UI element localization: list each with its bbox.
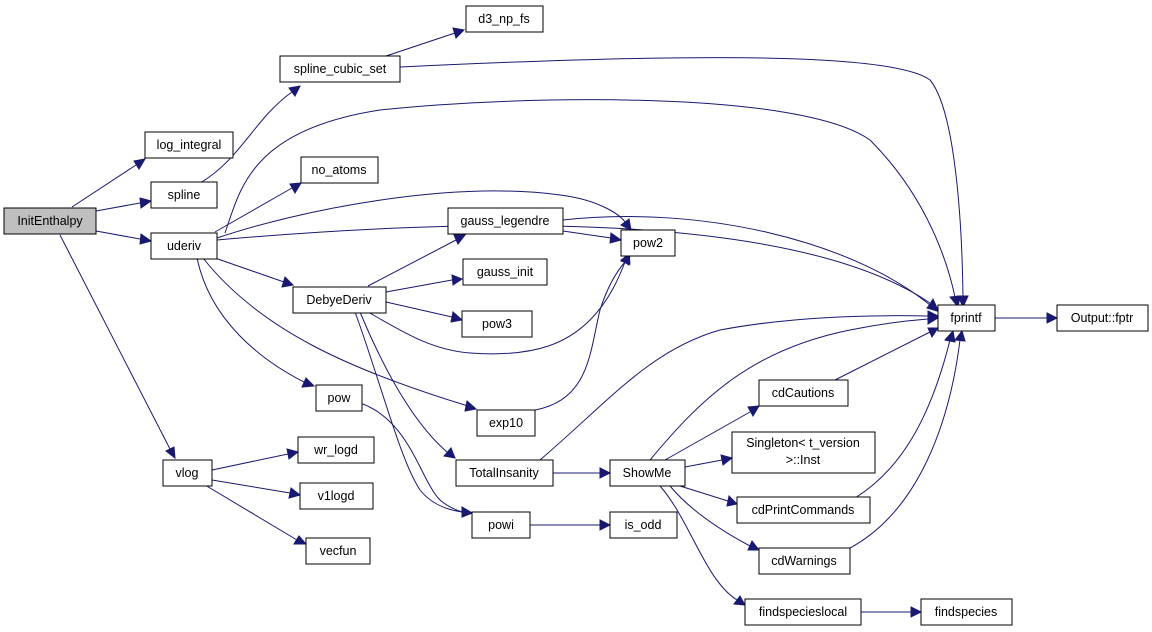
node-label-vlog: vlog [176, 466, 199, 480]
node-gauss-init[interactable]: gauss_init [462, 258, 548, 286]
edge-vlog-vecfun [204, 484, 308, 545]
edge-uderiv-exp10 [202, 257, 478, 412]
node-label-singleton-line2: >::Inst [786, 453, 821, 467]
edge-vlog-v1logd [211, 479, 302, 499]
edge-cdprintcommands-fprintf [854, 329, 956, 499]
node-label-no-atoms: no_atoms [312, 163, 367, 177]
node-findspecies[interactable]: findspecies [920, 598, 1013, 626]
node-label-spline: spline [168, 188, 201, 202]
edge-findspecieslocal-findspecies [861, 606, 923, 618]
node-label-exp10: exp10 [489, 416, 523, 430]
node-exp10[interactable]: exp10 [476, 409, 536, 437]
node-spline[interactable]: spline [150, 181, 218, 209]
node-label-totalinsanity: TotalInsanity [469, 466, 539, 480]
edge-uderiv-pow2-top [216, 190, 632, 239]
node-label-findspecies: findspecies [935, 605, 998, 619]
node-cdcautions[interactable]: cdCautions [758, 379, 849, 407]
edge-showme-cdprintcommands [679, 485, 739, 507]
node-label-fprintf: fprintf [950, 311, 982, 325]
edge-showme-cdwarnings [669, 485, 761, 551]
node-d3-np-fs[interactable]: d3_np_fs [465, 5, 544, 33]
edge-debyederiv-gauss-legendre [367, 234, 467, 287]
node-label-spline-cubic-set: spline_cubic_set [294, 62, 387, 76]
edge-initenthalpy-uderiv [95, 230, 153, 245]
node-spline-cubic-set[interactable]: spline_cubic_set [279, 55, 401, 83]
node-label-cdcautions: cdCautions [772, 386, 835, 400]
node-gauss-legendre[interactable]: gauss_legendre [447, 207, 564, 235]
node-label-powi: powi [488, 518, 514, 532]
edge-gauss-legendre-fprintf [562, 216, 938, 312]
node-label-initenthalpy: InitEnthalpy [17, 214, 83, 228]
node-singleton-inst[interactable]: Singleton< t_version >::Inst [731, 431, 876, 474]
edge-cdwarnings-fprintf [849, 329, 966, 549]
edge-vlog-wr-logd [211, 448, 300, 471]
node-label-cdprintcommands: cdPrintCommands [752, 503, 855, 517]
node-v1logd[interactable]: v1logd [299, 482, 374, 510]
node-label-log-integral: log_integral [157, 138, 222, 152]
edge-uderiv-fprintf-top [224, 99, 961, 309]
node-log-integral[interactable]: log_integral [144, 131, 234, 159]
edge-spline-cubic-set-d3-np-fs [379, 27, 466, 59]
node-vecfun[interactable]: vecfun [305, 537, 371, 565]
node-label-output-fptr: Output::fptr [1071, 311, 1134, 325]
edge-powi-is-odd [530, 519, 612, 531]
node-pow2[interactable]: pow2 [620, 229, 676, 257]
node-no-atoms[interactable]: no_atoms [300, 156, 379, 184]
edge-debyederiv-totalinsanity [359, 311, 456, 459]
edge-spline-cubic-set-fprintf [399, 57, 969, 309]
node-pow3[interactable]: pow3 [461, 310, 533, 338]
node-fprintf[interactable]: fprintf [937, 304, 996, 332]
node-findspecieslocal[interactable]: findspecieslocal [744, 598, 862, 626]
node-uderiv[interactable]: uderiv [150, 232, 218, 260]
node-label-gauss-init: gauss_init [477, 265, 534, 279]
edge-showme-fprintf [649, 313, 940, 461]
node-label-wr-logd: wr_logd [313, 443, 358, 457]
edge-debyederiv-pow3 [385, 301, 464, 323]
node-cdprintcommands[interactable]: cdPrintCommands [736, 496, 871, 524]
edge-fprintf-output-fptr [995, 312, 1059, 324]
node-showme[interactable]: ShowMe [609, 459, 686, 487]
node-pow[interactable]: pow [315, 384, 363, 412]
edge-showme-findspecieslocal [659, 485, 746, 606]
edge-totalinsanity-showme [553, 467, 612, 479]
node-totalinsanity[interactable]: TotalInsanity [455, 459, 554, 487]
node-label-v1logd: v1logd [318, 489, 355, 503]
node-label-is-odd: is_odd [625, 518, 662, 532]
node-label-d3-np-fs: d3_np_fs [478, 12, 529, 26]
edge-uderiv-pow [196, 257, 316, 388]
node-label-debyederiv: DebyeDeriv [306, 293, 372, 307]
edge-pow-powi [359, 402, 474, 518]
node-initenthalpy[interactable]: InitEnthalpy [3, 207, 97, 235]
edge-debyederiv-gauss-init [385, 274, 464, 293]
edge-initenthalpy-spline [95, 197, 153, 212]
node-wr-logd[interactable]: wr_logd [297, 436, 375, 464]
node-label-showme: ShowMe [623, 466, 672, 480]
node-label-uderiv: uderiv [167, 239, 202, 253]
node-label-vecfun: vecfun [320, 544, 357, 558]
node-label-findspecieslocal: findspecieslocal [759, 605, 847, 619]
node-debyederiv[interactable]: DebyeDeriv [292, 286, 387, 314]
edge-exp10-pow2 [534, 253, 631, 411]
node-powi[interactable]: powi [471, 511, 531, 539]
node-cdwarnings[interactable]: cdWarnings [758, 547, 851, 575]
edge-uderiv-no-atoms [214, 182, 302, 233]
edge-showme-singleton [684, 454, 734, 468]
node-label-singleton-line1: Singleton< t_version [746, 436, 860, 450]
edge-initenthalpy-log-integral [71, 158, 146, 208]
edge-cdcautions-fprintf [834, 327, 939, 381]
node-label-pow2: pow2 [633, 236, 663, 250]
edge-gauss-legendre-pow2 [562, 230, 623, 244]
edge-initenthalpy-vlog [59, 234, 176, 460]
node-output-fptr[interactable]: Output::fptr [1056, 304, 1149, 332]
node-vlog[interactable]: vlog [162, 459, 213, 487]
node-label-gauss-legendre: gauss_legendre [461, 214, 550, 228]
node-label-pow3: pow3 [482, 317, 512, 331]
node-is-odd[interactable]: is_odd [609, 511, 678, 539]
edge-showme-cdcautions [664, 405, 760, 461]
edge-uderiv-debyederiv [214, 257, 295, 288]
node-label-pow: pow [328, 391, 352, 405]
node-label-cdwarnings: cdWarnings [771, 554, 837, 568]
edge-spline-spline-cubic-set [199, 85, 301, 184]
